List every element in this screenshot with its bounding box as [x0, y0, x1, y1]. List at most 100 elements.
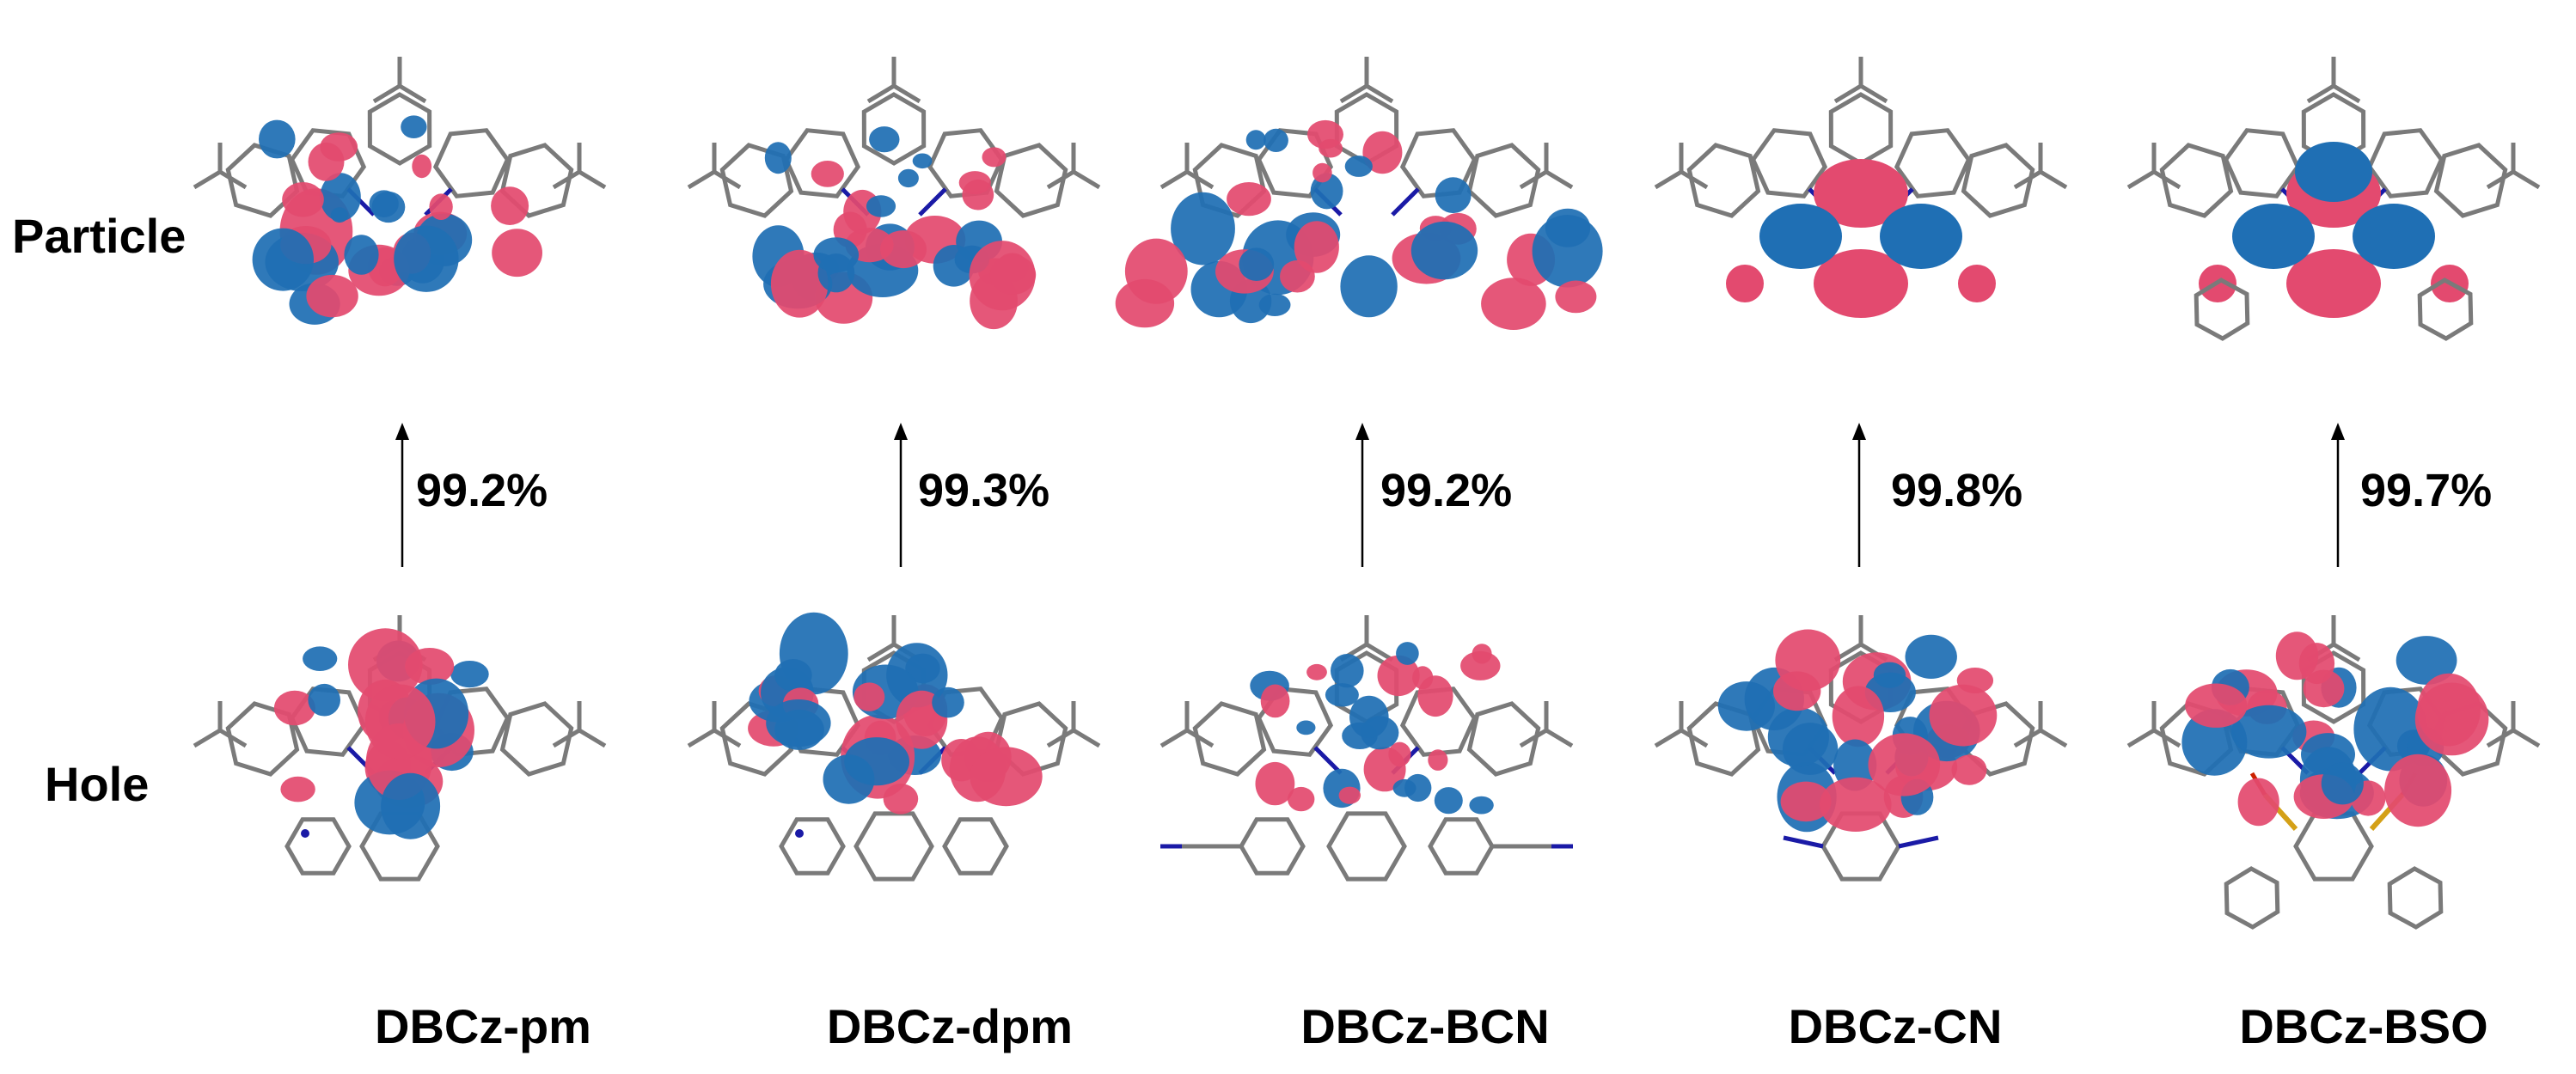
negative-lobe — [1435, 177, 1472, 214]
negative-lobe — [1396, 642, 1419, 665]
positive-lobe — [273, 690, 315, 726]
positive-lobe — [1773, 671, 1821, 711]
negative-lobe — [912, 153, 933, 169]
contribution-label-4: 99.8% — [1891, 465, 2023, 516]
positive-lobe — [1312, 162, 1332, 183]
tbutyl-group — [2486, 701, 2541, 748]
molecule-name-1: DBCz-pm — [375, 999, 591, 1053]
negative-lobe — [259, 119, 296, 159]
up-arrow-head-icon — [395, 423, 409, 440]
positive-lobe — [1294, 221, 1339, 273]
positive-lobe — [1956, 668, 1994, 693]
negative-lobe — [1171, 192, 1235, 265]
positive-lobe — [412, 154, 432, 179]
positive-lobe — [1227, 182, 1271, 217]
pyrimidine-ring — [779, 817, 1009, 876]
positive-lobe — [1260, 684, 1290, 718]
particle-orbital-1 — [193, 57, 607, 325]
positive-lobe — [1481, 278, 1546, 330]
tbutyl-group — [552, 701, 607, 748]
molecule-name-2: DBCz-dpm — [826, 999, 1074, 1053]
hole-orbital-5 — [2126, 615, 2541, 930]
positive-lobe — [2275, 632, 2319, 680]
negative-lobe — [1349, 695, 1389, 739]
hole-orbital-1 — [193, 615, 607, 882]
negative-lobe — [1325, 683, 1359, 707]
particle-orbital-3 — [1115, 57, 1603, 330]
negative-lobe — [1392, 778, 1416, 797]
tbutyl-group — [1046, 701, 1101, 748]
carbazole-right-ring — [1894, 128, 2035, 218]
negative-lobe — [1545, 208, 1591, 247]
positive-lobe — [2237, 778, 2279, 827]
negative-lobe — [1239, 247, 1275, 282]
molecule-name-3: DBCz-BCN — [1300, 999, 1550, 1053]
negative-lobe — [844, 737, 909, 786]
negative-lobe — [252, 228, 314, 291]
tbutyl-group — [372, 57, 427, 104]
positive-lobe — [970, 747, 1043, 807]
positive-lobe — [1814, 249, 1908, 318]
particle-orbital-5 — [2126, 57, 2541, 341]
positive-lobe — [958, 171, 991, 195]
negative-lobe — [1873, 662, 1906, 688]
tbutyl-group — [1519, 701, 1574, 748]
negative-lobe — [1331, 654, 1364, 688]
molecule-name-4: DBCz-CN — [1788, 999, 2003, 1053]
pyrimidine-ring — [285, 817, 352, 876]
negative-lobe — [1905, 634, 1957, 680]
positive-lobe — [880, 230, 927, 269]
positive-lobe — [1362, 131, 1403, 174]
tbutyl-group — [1160, 701, 1215, 748]
acceptor-core-ring — [1326, 811, 1407, 882]
positive-lobe — [770, 249, 829, 318]
carbazole-left-ring — [1192, 687, 1334, 777]
tbutyl-group — [552, 143, 607, 190]
phenyl-ring — [2194, 278, 2474, 341]
positive-lobe — [492, 229, 542, 278]
negative-lobe — [2353, 204, 2435, 269]
up-arrow-head-icon — [2331, 423, 2345, 440]
nitrogen-atom — [301, 829, 309, 838]
negative-lobe — [764, 142, 792, 174]
negative-lobe — [1469, 796, 1494, 815]
benzonitrile-group — [1182, 817, 1551, 876]
negative-lobe — [1767, 707, 1829, 767]
positive-lobe — [883, 784, 919, 815]
tbutyl-group — [687, 143, 742, 190]
contribution-label-1: 99.2% — [416, 465, 548, 516]
negative-lobe — [1410, 221, 1478, 280]
tbutyl-group — [687, 701, 742, 748]
tbutyl-group — [1833, 57, 1888, 104]
positive-lobe — [1306, 663, 1327, 680]
tbutyl-group — [1654, 143, 1709, 190]
negative-lobe — [320, 173, 361, 222]
tbutyl-group — [1339, 57, 1394, 104]
contribution-label-3: 99.2% — [1380, 465, 1513, 516]
phenyl-ring — [2224, 866, 2444, 930]
negative-lobe — [303, 646, 338, 671]
particle-orbital-2 — [687, 57, 1101, 330]
negative-lobe — [308, 683, 341, 717]
negative-lobe — [450, 661, 489, 688]
tbutyl-group — [2306, 57, 2361, 104]
negative-lobe — [394, 225, 459, 292]
negative-lobe — [1880, 204, 1962, 269]
tbutyl-group — [2013, 701, 2068, 748]
tbutyl-group — [2013, 143, 2068, 190]
tbutyl-group — [2126, 143, 2181, 190]
positive-lobe — [2286, 249, 2381, 318]
positive-lobe — [308, 142, 345, 181]
central-ring — [861, 92, 927, 166]
tbutyl-group — [2126, 701, 2181, 748]
positive-lobe — [491, 186, 529, 225]
tbutyl-group — [1654, 701, 1709, 748]
positive-lobe — [1377, 655, 1420, 697]
negative-lobe — [371, 191, 406, 223]
negative-lobe — [897, 168, 919, 188]
negative-lobe — [2181, 709, 2248, 776]
negative-lobe — [1344, 156, 1373, 177]
carbazole-right-ring — [2366, 128, 2508, 218]
tbutyl-group — [1046, 143, 1101, 190]
negative-lobe — [932, 687, 964, 718]
